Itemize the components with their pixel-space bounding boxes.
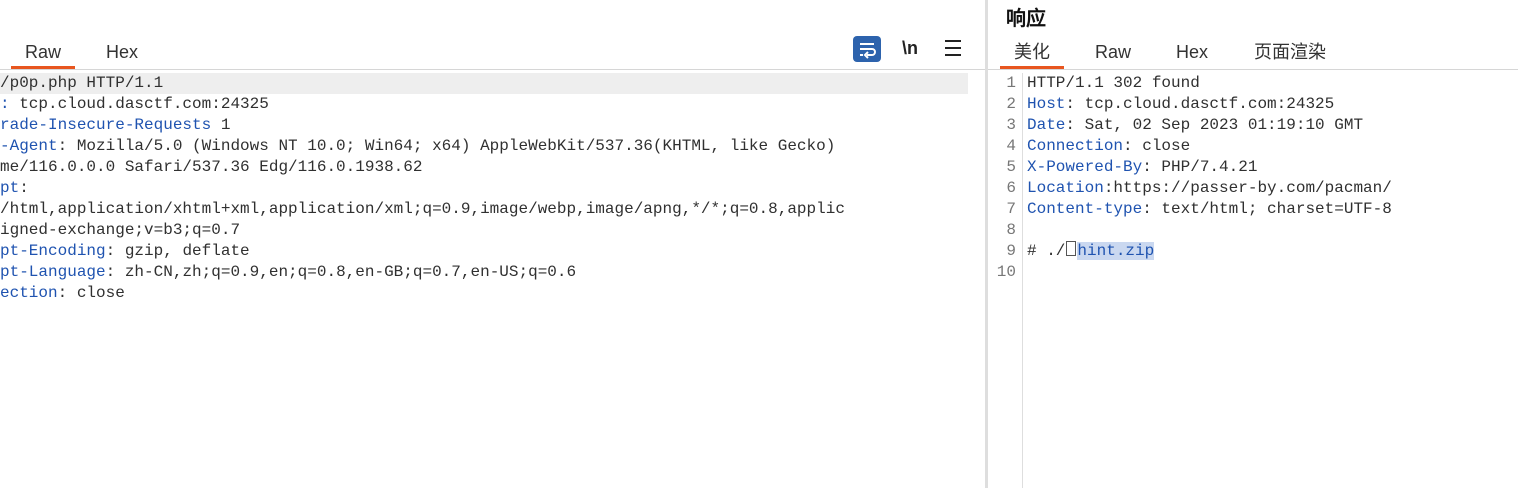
line-number-gutter: 1 2 3 4 5 6 7 8 9 10	[988, 73, 1023, 488]
response-line: HTTP/1.1 302 found	[1027, 73, 1392, 94]
header-name: ection	[0, 284, 58, 302]
header-value: : Mozilla/5.0 (Windows NT 10.0; Win64; x…	[57, 137, 836, 155]
show-newlines-button[interactable]: \n	[902, 38, 918, 58]
header-name: pt-Encoding	[0, 242, 106, 260]
response-line: X-Powered-By: PHP/7.4.21	[1027, 157, 1392, 178]
tab-pretty[interactable]: 美化	[1000, 42, 1064, 69]
header-name: :	[0, 95, 20, 113]
tab-render[interactable]: 页面渲染	[1254, 42, 1326, 62]
tab-hex[interactable]: Hex	[1176, 42, 1209, 62]
response-title: 响应	[1006, 8, 1046, 30]
line-number: 7	[1006, 200, 1016, 218]
header-value: : Sat, 02 Sep 2023 01:19:10 GMT	[1065, 116, 1364, 134]
request-pane: Raw Hex \n /p0p.php HTTP/1.1: tcp.cloud.…	[0, 36, 985, 304]
request-line: : tcp.cloud.dasctf.com:24325	[0, 94, 968, 115]
request-line: pt:	[0, 178, 968, 199]
request-line: ection: close	[0, 283, 968, 304]
word-wrap-button[interactable]	[853, 36, 881, 62]
header-name: Location	[1027, 179, 1104, 197]
tab-raw[interactable]: Raw	[10, 42, 76, 69]
header-name: X-Powered-By	[1027, 158, 1143, 176]
header-value: /p0p.php HTTP/1.1	[0, 74, 164, 92]
line-number: 1	[1006, 74, 1016, 92]
header-name: Content-type	[1027, 200, 1143, 218]
tab-raw[interactable]: Raw	[1095, 42, 1132, 62]
request-line: /html,application/xhtml+xml,application/…	[0, 199, 968, 220]
header-name: pt	[0, 179, 20, 197]
request-line: /p0p.php HTTP/1.1	[0, 73, 968, 94]
line-number: 5	[1006, 158, 1016, 176]
header-value: : close	[57, 284, 125, 302]
request-line: me/116.0.0.0 Safari/537.36 Edg/116.0.193…	[0, 157, 968, 178]
line-number: 2	[1006, 95, 1016, 113]
control-char-glyph	[1066, 241, 1077, 256]
response-line: Location:https://passer-by.com/pacman/	[1027, 178, 1392, 199]
header-value: tcp.cloud.dasctf.com:24325	[19, 95, 269, 113]
response-line: Host: tcp.cloud.dasctf.com:24325	[1027, 94, 1392, 115]
response-line: Date: Sat, 02 Sep 2023 01:19:10 GMT	[1027, 115, 1392, 136]
header-value: :	[19, 179, 29, 197]
response-pane: 响应 美化 Raw Hex 页面渲染 1 2 3 4 5 6 7 8 9 10 HTTP/1.1 …	[988, 0, 1518, 488]
header-value: : zh-CN,zh;q=0.9,en;q=0.8,en-GB;q=0.7,en…	[105, 263, 577, 281]
header-value: igned-exchange;v=b3;q=0.7	[0, 221, 241, 239]
line-number: 3	[1006, 116, 1016, 134]
header-value: : text/html; charset=UTF-8	[1142, 200, 1392, 218]
header-name: pt-Language	[0, 263, 106, 281]
header-value: : gzip, deflate	[105, 242, 250, 260]
header-value: HTTP/1.1 302 found	[1027, 74, 1200, 92]
response-line: Connection: close	[1027, 136, 1392, 157]
word-wrap-icon	[860, 43, 876, 59]
line-number: 8	[1006, 221, 1016, 239]
response-line	[1027, 262, 1392, 283]
response-line	[1027, 220, 1392, 241]
menu-icon[interactable]	[945, 40, 961, 61]
request-line: -Agent: Mozilla/5.0 (Windows NT 10.0; Wi…	[0, 136, 968, 157]
body-text: # ./	[1027, 242, 1066, 260]
header-name: rade-Insecure-Requests	[0, 116, 212, 134]
request-line: igned-exchange;v=b3;q=0.7	[0, 220, 968, 241]
header-value: me/116.0.0.0 Safari/537.36 Edg/116.0.193…	[0, 158, 423, 176]
tab-hex[interactable]: Hex	[106, 42, 139, 62]
header-name: Connection	[1027, 137, 1124, 155]
line-number: 10	[996, 263, 1016, 281]
header-name: Host	[1027, 95, 1066, 113]
tab-divider	[0, 69, 985, 70]
header-value: : close	[1123, 137, 1191, 155]
header-value: 1	[211, 116, 231, 134]
header-value: : tcp.cloud.dasctf.com:24325	[1065, 95, 1335, 113]
header-value: :https://passer-by.com/pacman/	[1103, 179, 1392, 197]
request-editor[interactable]: /p0p.php HTTP/1.1: tcp.cloud.dasctf.com:…	[0, 73, 968, 304]
request-line: pt-Language: zh-CN,zh;q=0.9,en;q=0.8,en-…	[0, 262, 968, 283]
request-line: rade-Insecure-Requests 1	[0, 115, 968, 136]
request-line: pt-Encoding: gzip, deflate	[0, 241, 968, 262]
response-body-line: # ./ hint.zip	[1027, 241, 1392, 262]
header-name: -Agent	[0, 137, 58, 155]
selected-text[interactable]: hint.zip	[1077, 242, 1155, 260]
pane-splitter[interactable]	[985, 0, 988, 488]
header-value: /html,application/xhtml+xml,application/…	[0, 200, 845, 218]
line-number: 6	[1006, 179, 1016, 197]
line-number: 4	[1006, 137, 1016, 155]
response-line: Content-type: text/html; charset=UTF-8	[1027, 199, 1392, 220]
header-name: Date	[1027, 116, 1066, 134]
header-value: : PHP/7.4.21	[1142, 158, 1258, 176]
tab-divider	[988, 69, 1518, 70]
line-number: 9	[1006, 242, 1016, 260]
